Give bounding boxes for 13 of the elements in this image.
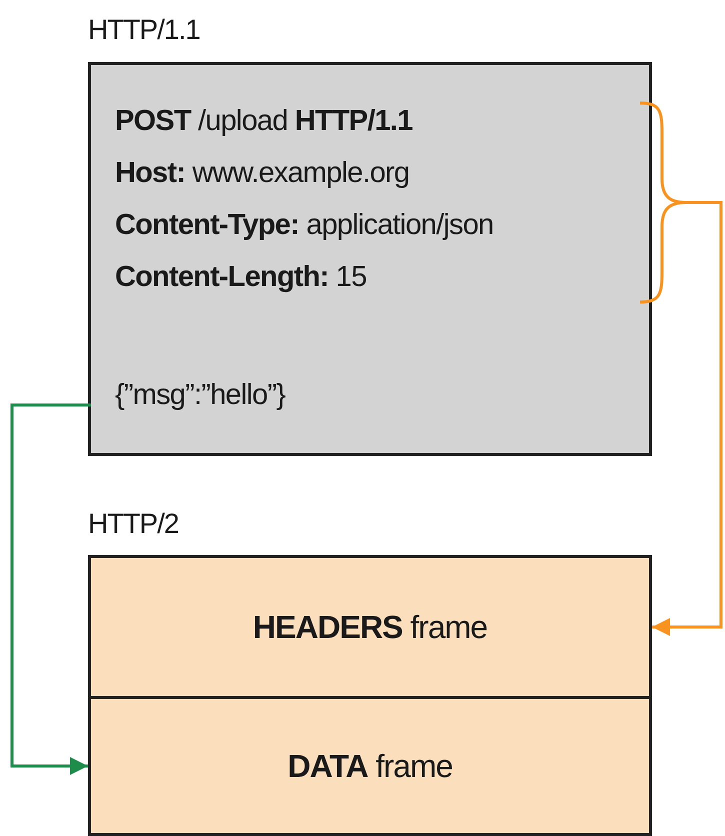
header-line: Content-Length: 15 <box>115 260 366 295</box>
protocol-heading: HTTP/1.1 <box>88 14 200 46</box>
headers-frame-box <box>88 555 652 699</box>
frame-label: HEADERS frame <box>252 608 488 646</box>
connector-arrow <box>652 201 722 636</box>
connector-arrow <box>10 404 91 775</box>
protocol-heading: HTTP/2 <box>88 508 178 540</box>
header-line: Content-Type: application/json <box>115 208 494 243</box>
header-line: Host: www.example.org <box>115 156 410 191</box>
frame-label: DATA frame <box>288 748 452 784</box>
body-text: {”msg”:”hello”} <box>115 378 286 413</box>
header-line: POST /upload HTTP/1.1 <box>115 104 413 139</box>
data-frame-box <box>88 696 652 836</box>
